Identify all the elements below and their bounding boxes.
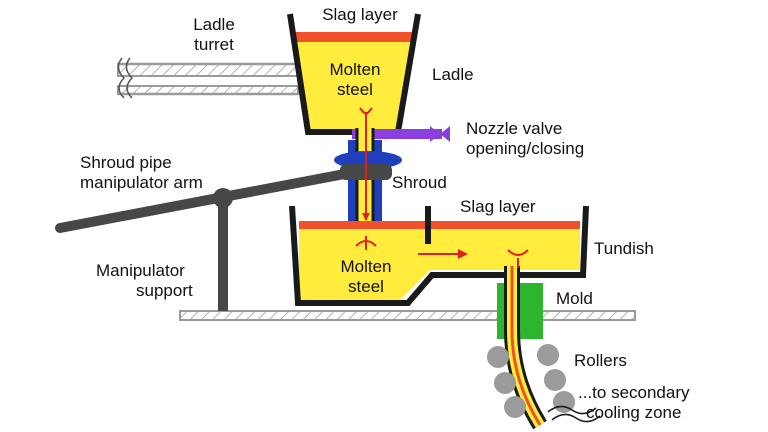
label-ladle-turret-line2: turret <box>194 35 234 54</box>
nozzle-valve <box>352 126 450 142</box>
label-ladle: Ladle <box>432 65 474 84</box>
label-rollers: Rollers <box>574 351 627 370</box>
label-nozzle-valve-line2: opening/closing <box>466 139 584 158</box>
label-molten-steel-tundish-line2: steel <box>348 277 384 296</box>
label-manipulator-support-line1: Manipulator <box>96 261 185 280</box>
strand <box>504 266 547 430</box>
label-nozzle-valve-line1: Nozzle valve <box>466 119 562 138</box>
label-secondary-line2: cooling zone <box>586 403 681 422</box>
label-tundish: Tundish <box>594 239 654 258</box>
label-manipulator-support-line2: support <box>136 281 193 300</box>
label-shroud-arm-line1: Shroud pipe <box>80 153 172 172</box>
rollers <box>487 344 575 418</box>
strand-cutoff <box>547 405 601 423</box>
label-secondary-line1: ...to secondary <box>578 383 690 402</box>
ladle <box>287 13 421 135</box>
floor <box>179 310 636 321</box>
label-molten-steel-ladle-line1: Molten <box>329 60 380 79</box>
label-molten-steel-ladle-line2: steel <box>337 80 373 99</box>
label-ladle-turret-line1: Ladle <box>193 15 235 34</box>
label-shroud: Shroud <box>392 173 447 192</box>
flow-arrows <box>355 107 529 268</box>
label-slag-layer-tundish: Slag layer <box>460 197 536 216</box>
label-mold: Mold <box>556 289 593 308</box>
label-shroud-arm-line2: manipulator arm <box>80 173 203 192</box>
label-molten-steel-tundish-line1: Molten <box>340 257 391 276</box>
manipulator <box>55 167 360 311</box>
tundish <box>289 205 589 306</box>
ladle-turret-beam <box>117 57 299 99</box>
label-slag-layer-ladle: Slag layer <box>322 5 398 24</box>
